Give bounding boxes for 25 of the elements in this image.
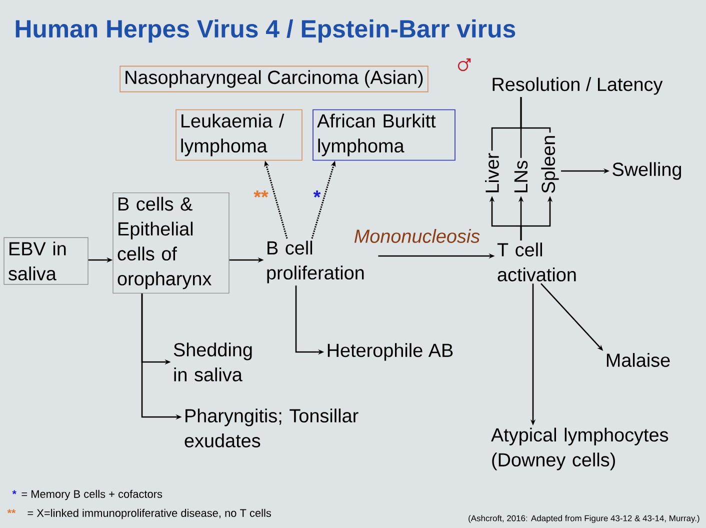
process-box: EBV in saliva	[4, 237, 88, 285]
process-box: B cells & Epithelial cells of oropharynx	[112, 192, 230, 294]
organ-label: Liver	[485, 153, 499, 192]
symptom-text: Atypical lymphocytes (Downey cells)	[491, 428, 668, 470]
outcome-box: African Burkitt lymphoma	[312, 109, 456, 161]
footnote-text: = X=linked immunoproliferative disease, no T cells	[28, 508, 271, 520]
footnote-text: = Memory B cells + cofactors	[22, 490, 162, 500]
edge-label: *	[313, 190, 321, 198]
symptom-text: Pharyngitis; Tonsillar exudates	[184, 408, 358, 448]
process-text: T cell activation	[497, 242, 576, 282]
outcome-box: Leukaemia / lymphoma	[176, 109, 302, 161]
organ-label: Spleen	[541, 136, 559, 193]
edge-label: Mononucleosis	[354, 229, 480, 243]
symptom-text: Shedding in saliva	[174, 342, 252, 382]
outcome-box: Nasopharyngeal Carcinoma (Asian)	[120, 66, 428, 92]
organ-label: LNs	[514, 160, 528, 192]
symptom-text: Heterophile AB	[328, 343, 453, 361]
symptom-text: Swelling	[612, 162, 681, 180]
citation-text: (Ashcroft, 2016: Adapted from Figure 43-12 & 43-14, Murray.)	[468, 515, 700, 523]
footnote-mark: *	[12, 490, 16, 494]
outcome-text: Resolution / Latency	[492, 77, 663, 95]
footnote-mark: **	[7, 509, 16, 514]
slide-title: Human Herpes Virus 4 / Epstein-Barr virus	[16, 19, 516, 43]
edge-label: **	[254, 190, 268, 198]
symptom-text: Malaise	[606, 353, 670, 367]
